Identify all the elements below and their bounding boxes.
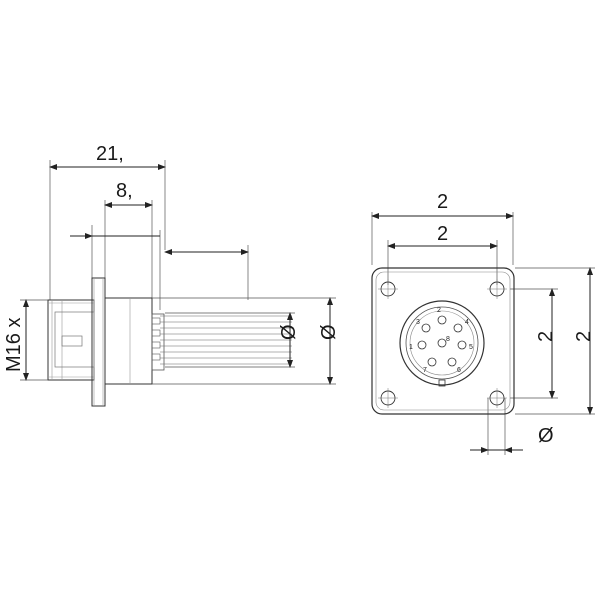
pin-label: 3 <box>416 319 420 326</box>
connector-outer-ring <box>399 300 485 386</box>
label-hole-spacing-v: 2 <box>535 331 557 342</box>
pin-label: 2 <box>437 307 441 314</box>
label-flange-offset: 8, <box>116 180 133 202</box>
label-hole-dia: Ø <box>538 425 554 447</box>
label-outer-width: 2 <box>437 191 448 213</box>
pin-label: 8 <box>446 336 450 343</box>
pin-tails <box>151 315 292 365</box>
mounting-holes <box>378 279 507 408</box>
pin-label: 1 <box>409 344 413 351</box>
keyway <box>438 379 446 387</box>
square-flange <box>371 267 515 415</box>
insert <box>54 311 95 368</box>
front-view <box>371 212 595 455</box>
pin-label: 5 <box>469 344 473 351</box>
pin-label: 6 <box>457 367 461 374</box>
contacts <box>417 315 467 367</box>
label-overall-length: 21, <box>96 143 124 165</box>
pin-number-labels: 1 2 3 4 5 6 7 8 <box>409 307 473 374</box>
side-extension-lines <box>49 160 249 315</box>
pin-label: 7 <box>423 367 427 374</box>
label-dia-outer: Ø <box>318 324 340 340</box>
label-outer-height: 2 <box>573 331 595 342</box>
label-dia-inner: Ø <box>278 324 300 340</box>
label-thread: M16 x <box>3 318 25 372</box>
label-hole-spacing-h: 2 <box>437 223 448 245</box>
center-pin <box>61 335 83 347</box>
connector-inner-ring <box>405 306 479 380</box>
side-view <box>20 160 336 407</box>
rear-body <box>104 297 153 385</box>
pin-label: 4 <box>465 319 469 326</box>
